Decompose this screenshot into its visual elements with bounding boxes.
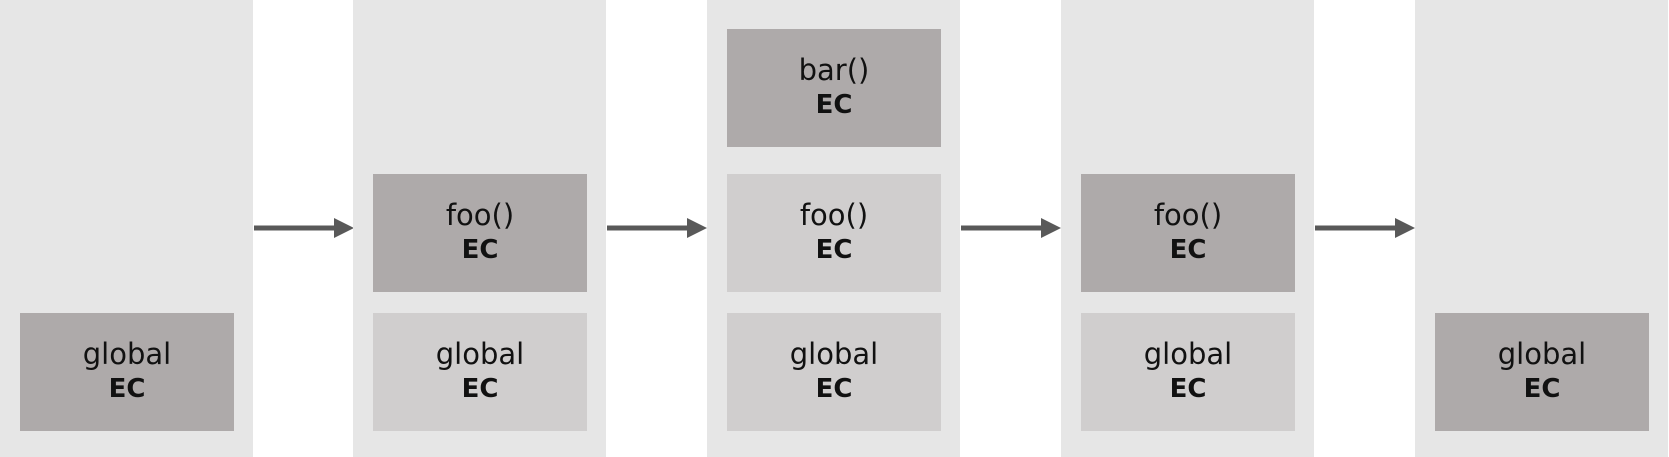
foo-ec-box: foo() EC <box>727 174 941 292</box>
ec-tag: EC <box>1523 374 1561 404</box>
stack-stage-2: global EC foo() EC <box>353 0 606 457</box>
global-ec-box: global EC <box>20 313 234 431</box>
ec-name: global <box>435 337 525 371</box>
stack-stage-4: global EC foo() EC <box>1061 0 1314 457</box>
arrow-right-icon <box>961 218 1061 238</box>
arrow-right-icon <box>607 218 707 238</box>
ec-tag: EC <box>108 374 146 404</box>
global-ec-box: global EC <box>727 313 941 431</box>
stack-stage-5: global EC <box>1415 0 1668 457</box>
ec-name: bar() <box>798 53 870 87</box>
ec-name: foo() <box>1153 198 1223 232</box>
ec-tag: EC <box>815 374 853 404</box>
foo-ec-box: foo() EC <box>373 174 587 292</box>
ec-tag: EC <box>815 90 853 120</box>
bar-ec-box: bar() EC <box>727 29 941 147</box>
ec-name: foo() <box>799 198 869 232</box>
global-ec-box: global EC <box>1435 313 1649 431</box>
global-ec-box: global EC <box>373 313 587 431</box>
ec-tag: EC <box>461 235 499 265</box>
ec-tag: EC <box>1169 374 1207 404</box>
ec-name: global <box>1143 337 1233 371</box>
ec-tag: EC <box>461 374 499 404</box>
ec-tag: EC <box>815 235 853 265</box>
ec-name: global <box>82 337 172 371</box>
arrow-right-icon <box>1315 218 1415 238</box>
ec-name: foo() <box>445 198 515 232</box>
ec-name: global <box>1497 337 1587 371</box>
stack-stage-1: global EC <box>0 0 253 457</box>
foo-ec-box: foo() EC <box>1081 174 1295 292</box>
global-ec-box: global EC <box>1081 313 1295 431</box>
ec-name: global <box>789 337 879 371</box>
arrow-right-icon <box>254 218 354 238</box>
stack-stage-3: global EC foo() EC bar() EC <box>707 0 960 457</box>
ec-tag: EC <box>1169 235 1207 265</box>
